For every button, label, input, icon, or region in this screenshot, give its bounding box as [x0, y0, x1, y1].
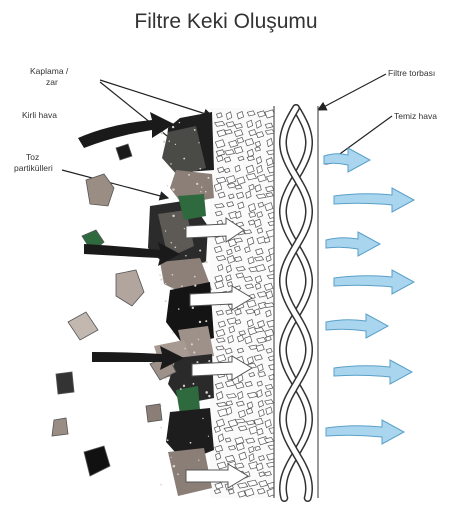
dust-speckle	[178, 308, 180, 310]
dust-speckle	[193, 351, 195, 353]
dust-speckle	[200, 191, 201, 192]
dust-speckle	[205, 261, 208, 264]
dust-particles	[52, 144, 176, 476]
dirty-air-arrow	[78, 112, 174, 148]
dust-speckle	[169, 140, 170, 141]
dust-speckle	[179, 122, 180, 123]
gravel-piece	[216, 346, 224, 350]
gravel-piece	[235, 185, 242, 189]
dust-speckle	[175, 246, 177, 248]
dust-speckle	[172, 188, 175, 191]
dust-speckle	[175, 144, 176, 145]
dust-speckle	[205, 391, 208, 394]
dust-speckle	[170, 163, 172, 165]
dust-speckle	[184, 228, 185, 229]
dust-speckle	[198, 460, 199, 461]
gravel-piece	[224, 427, 233, 431]
gravel-piece	[215, 204, 225, 208]
dust-speckle	[205, 320, 207, 322]
dust-speckle	[172, 126, 174, 128]
dust-particle	[84, 446, 110, 476]
dust-speckle	[194, 276, 196, 278]
dust-speckle	[199, 321, 201, 323]
dust-speckle	[196, 361, 198, 363]
dust-speckle	[160, 278, 162, 280]
dust-speckle	[171, 274, 173, 276]
dust-speckle	[196, 183, 198, 185]
dust-speckle	[192, 307, 194, 309]
dust-speckle	[183, 158, 185, 160]
dust-speckle	[183, 385, 185, 387]
dust-speckle	[208, 360, 210, 362]
gravel-piece	[225, 438, 231, 442]
dust-particle	[52, 418, 68, 436]
dust-speckle	[172, 332, 174, 334]
gravel-piece	[238, 156, 244, 160]
dust-particle	[146, 404, 162, 422]
clean-air-arrow	[334, 360, 412, 384]
dust-speckle	[160, 427, 162, 429]
dust-speckle	[198, 339, 199, 340]
dust-speckle	[165, 283, 166, 284]
clean-air-arrow	[326, 420, 404, 444]
dust-speckle	[165, 230, 166, 231]
dust-speckle	[159, 274, 161, 276]
dust-speckle	[199, 168, 201, 170]
dust-speckle	[181, 285, 183, 287]
dust-particle	[116, 270, 144, 306]
gravel-piece	[244, 230, 252, 234]
clean-air-arrows	[324, 148, 414, 444]
dust-speckle	[171, 242, 172, 243]
dust-speckle	[201, 186, 202, 187]
dust-speckle	[208, 395, 210, 397]
clean-air-arrow	[324, 148, 370, 172]
dust-speckle	[184, 348, 186, 350]
dust-speckle	[208, 436, 209, 437]
filter-bag-weave	[274, 106, 318, 498]
clean-air-arrow	[326, 314, 388, 338]
gravel-piece	[266, 193, 273, 197]
dust-speckle	[171, 457, 172, 458]
dust-speckle	[163, 140, 165, 142]
dust-particle	[116, 144, 132, 160]
dust-speckle	[165, 300, 167, 302]
dust-speckle	[199, 249, 201, 251]
clean-air-arrow	[334, 270, 414, 294]
gravel-piece	[224, 168, 230, 172]
dust-speckle	[198, 142, 199, 143]
dust-speckle	[173, 465, 176, 468]
dust-speckle	[194, 285, 196, 287]
gravel-piece	[249, 372, 255, 376]
gravel-piece	[255, 446, 261, 450]
dust-speckle	[171, 288, 173, 290]
dust-speckle	[193, 383, 195, 385]
dust-speckle	[207, 177, 209, 179]
dust-speckle	[167, 439, 169, 441]
gravel-piece	[265, 471, 272, 475]
dust-speckle	[185, 255, 186, 256]
gravel-piece	[235, 419, 245, 423]
dust-speckle	[190, 442, 192, 444]
gravel-piece	[217, 402, 227, 406]
dust-speckle	[191, 343, 193, 345]
clean-air-arrow	[334, 188, 414, 212]
dust-speckle	[202, 418, 203, 419]
dust-speckle	[188, 174, 190, 176]
dust-particle	[68, 312, 98, 340]
clean-air-arrow	[326, 232, 380, 256]
dust-speckle	[167, 185, 168, 186]
dust-speckle	[172, 215, 174, 217]
dust-speckle	[205, 191, 207, 193]
dust-speckle	[180, 388, 182, 390]
dust-particle	[86, 174, 114, 206]
dust-particle	[56, 372, 74, 394]
gravel-piece	[239, 331, 246, 335]
gravel-piece	[214, 489, 220, 493]
dust-speckle	[177, 473, 179, 475]
dust-speckle	[194, 129, 196, 131]
dust-speckle	[160, 484, 162, 486]
gravel-piece	[255, 147, 261, 151]
